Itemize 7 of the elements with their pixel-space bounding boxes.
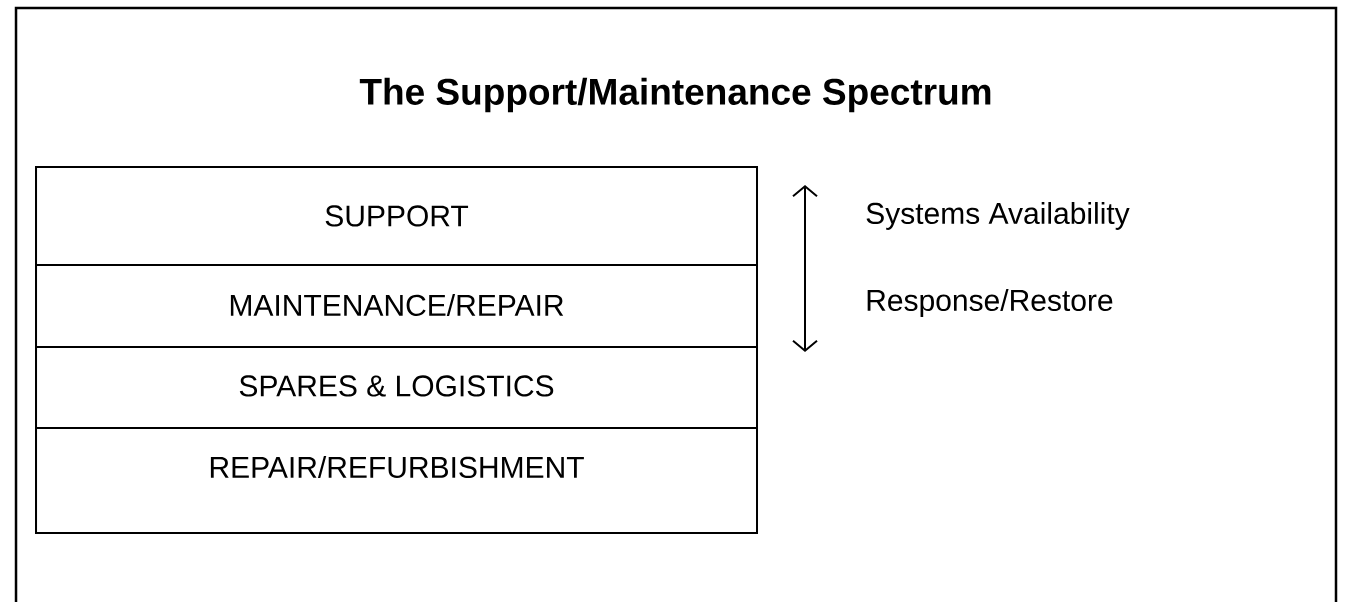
band-box: SPARES & LOGISTICS xyxy=(35,346,758,429)
title: The Support/Maintenance Spectrum xyxy=(359,77,991,113)
band-box: MAINTENANCE/REPAIR xyxy=(35,264,758,348)
axis-label: Response/Restore xyxy=(867,289,1113,317)
band-box: SUPPORT xyxy=(35,166,758,266)
band-box: REPAIR/REFURBISHMENT xyxy=(35,427,758,534)
axis-label: Systems Availability xyxy=(866,202,1130,230)
